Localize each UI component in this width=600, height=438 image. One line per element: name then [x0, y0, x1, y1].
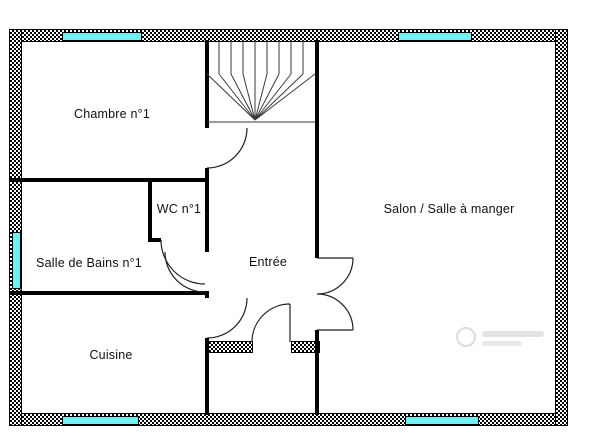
entrance-wall-left	[206, 341, 253, 353]
door-salle-de-bains-icon	[164, 251, 206, 293]
room-label-entree: Entrée	[248, 255, 288, 269]
room-label-salon: Salon / Salle à manger	[383, 202, 515, 216]
watermark	[456, 327, 544, 347]
door-cuisine-icon	[206, 297, 248, 339]
door-chambre-icon	[206, 127, 248, 169]
wall-hall-middle	[205, 168, 209, 252]
wall-hall-upper	[205, 40, 209, 128]
window-left	[12, 232, 21, 289]
outer-wall-right	[555, 29, 568, 426]
wall-salon-upper	[315, 40, 319, 258]
wall-hall-lower	[205, 338, 209, 415]
wall-hall-stub	[205, 292, 209, 298]
room-label-wc: WC n°1	[156, 202, 202, 216]
outer-wall-bottom	[9, 413, 568, 426]
wall-salon-lower	[315, 330, 319, 415]
door-salon-double-icon	[316, 257, 354, 331]
outer-wall-left	[9, 29, 22, 426]
staircase-steps	[206, 40, 316, 123]
window-bottom-right	[405, 416, 479, 425]
window-top-right	[398, 32, 472, 41]
window-top-left	[62, 32, 142, 41]
door-swings	[160, 127, 354, 343]
staircase	[206, 40, 316, 123]
room-label-cuisine: Cuisine	[89, 348, 133, 362]
wall-cuisine-top	[10, 291, 209, 295]
room-label-chambre: Chambre n°1	[74, 107, 150, 121]
door-entree-icon	[251, 303, 291, 343]
outer-wall-top	[9, 29, 568, 42]
entrance-wall-right	[291, 341, 320, 353]
door-wc-icon	[160, 239, 206, 285]
window-bottom-left	[62, 416, 139, 425]
wall-wc-bottom	[148, 238, 161, 242]
wall-chambre-bottom	[10, 178, 209, 182]
wall-wc-left	[148, 182, 152, 240]
room-label-salle-de-bains: Salle de Bains n°1	[36, 256, 142, 270]
